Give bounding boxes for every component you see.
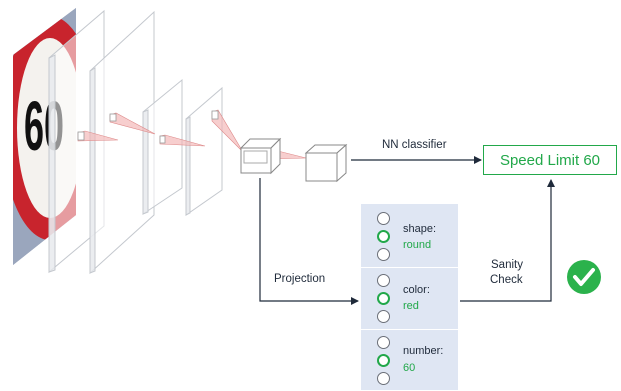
radio-option[interactable] xyxy=(377,310,390,323)
attribute-value: red xyxy=(403,300,419,312)
attribute-key: color: xyxy=(403,284,430,296)
attribute-section-number: number: 60 xyxy=(361,329,458,391)
result-box: Speed Limit 60 xyxy=(483,145,617,175)
nn-classifier-label: NN classifier xyxy=(382,139,447,151)
cnn-layer-3 xyxy=(142,78,183,215)
attribute-section-color: color: red xyxy=(361,267,458,330)
radio-option-selected[interactable] xyxy=(377,292,390,305)
radio-option-selected[interactable] xyxy=(377,354,390,367)
attribute-value: round xyxy=(403,239,432,251)
radio-option[interactable] xyxy=(377,336,390,349)
radio-option[interactable] xyxy=(377,212,390,225)
check-label: Check xyxy=(490,274,523,286)
radio-option[interactable] xyxy=(377,274,390,287)
radio-option[interactable] xyxy=(377,248,390,261)
attribute-key: shape: xyxy=(403,223,437,235)
attribute-section-shape: shape: round xyxy=(361,204,458,267)
attribute-key: number: xyxy=(403,345,444,357)
cnn-layer-4 xyxy=(185,86,223,216)
sanity-check-arrow xyxy=(460,179,555,302)
radio-option-selected[interactable] xyxy=(377,230,390,243)
result-label: Speed Limit 60 xyxy=(499,151,601,169)
cnn-layer-2 xyxy=(89,10,155,275)
sanity-label: Sanity xyxy=(491,259,523,271)
check-circle-icon xyxy=(567,260,601,294)
projection-arrow xyxy=(259,178,359,305)
feature-cube-1 xyxy=(239,137,282,175)
projection-label: Projection xyxy=(274,273,326,285)
attribute-value: 60 xyxy=(403,362,416,374)
radio-option[interactable] xyxy=(377,372,390,385)
attribute-panel: shape: round color: red number: 60 xyxy=(361,204,458,390)
feature-cube-2 xyxy=(304,143,348,183)
